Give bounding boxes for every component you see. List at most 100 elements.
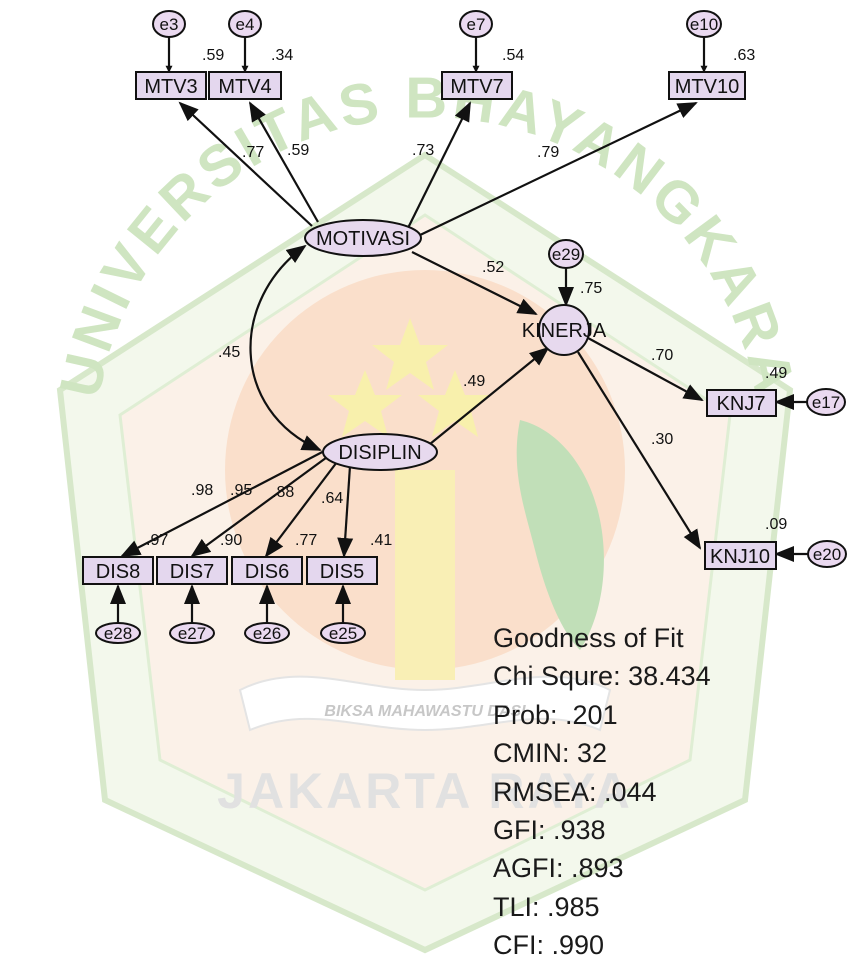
r2-dis8: .97	[146, 532, 168, 549]
arrow-kinerja-knj7	[587, 337, 704, 401]
error-e29: e29	[548, 239, 584, 269]
arrow-motivasi-mtv7	[407, 101, 471, 229]
indicator-mtv3-label: MTV3	[144, 76, 197, 98]
covariance-motivasi-disiplin-label: .45	[218, 344, 240, 361]
indicator-mtv7-label: MTV7	[450, 76, 503, 98]
r2-mtv4: .34	[271, 47, 293, 64]
loading-mtv3: .77	[242, 144, 264, 161]
error-e27: e27	[169, 622, 215, 644]
university-logo-watermark: UNIVERSITAS BHAYANGKARA BIKSA MAHAWASTU …	[47, 65, 804, 954]
error-e7: e7	[459, 10, 493, 38]
error-e28: e28	[95, 622, 141, 644]
error-e17-label: e17	[812, 393, 840, 412]
error-e20-label: e20	[813, 545, 841, 564]
r2-dis7: .90	[220, 532, 242, 549]
indicator-dis7: DIS7	[156, 556, 228, 585]
fit-agfi: AGFI: .893	[493, 853, 624, 883]
error-e29-label: e29	[552, 245, 580, 264]
arrow-disiplin-dis5	[337, 465, 354, 558]
error-e17: e17	[806, 388, 846, 416]
indicator-mtv3: MTV3	[135, 71, 207, 100]
indicator-knj7-label: KNJ7	[717, 393, 766, 415]
arrow-motivasi-mtv4	[249, 101, 319, 223]
error-e3-label: e3	[160, 15, 179, 34]
arrow-motivasi-mtv3	[178, 101, 313, 227]
logo-pillar	[395, 470, 455, 680]
logo-star-top	[372, 318, 448, 390]
error-e10-label: e10	[690, 15, 718, 34]
watermark-bottom-text: JAKARTA RAYA	[217, 763, 633, 819]
arrow-motivasi-kinerja	[411, 251, 538, 315]
r2-mtv10: .63	[733, 47, 755, 64]
error-e4-label: e4	[236, 15, 255, 34]
error-e25: e25	[320, 622, 366, 644]
coefficient-labels: .59 .34 .54 .63 .75 .49 .09 .97 .90 .77 …	[146, 47, 787, 549]
loading-dis7: .95	[230, 482, 252, 499]
indicator-mtv4: MTV4	[208, 71, 282, 100]
r2-mtv7: .54	[502, 47, 524, 64]
goodness-of-fit-panel: Goodness of Fit Chi Squre: 38.434 Prob: …	[493, 623, 711, 960]
fit-cmin: CMIN: 32	[493, 738, 607, 768]
indicator-dis6: DIS6	[231, 556, 303, 585]
latent-disiplin-label: DISIPLIN	[338, 442, 421, 464]
indicator-mtv10: MTV10	[668, 71, 746, 100]
fit-tli: TLI: .985	[493, 892, 600, 922]
logo-green-map-shape	[516, 420, 604, 650]
path-lines	[110, 37, 808, 625]
error-e27-label: e27	[178, 624, 206, 643]
latent-kinerja: KINERJA	[522, 304, 607, 356]
indicator-dis6-label: DIS6	[245, 561, 289, 583]
latent-motivasi: MOTIVASI	[304, 219, 422, 257]
indicator-knj7: KNJ7	[706, 389, 777, 417]
latent-disiplin: DISIPLIN	[322, 433, 438, 471]
error-e26: e26	[244, 622, 290, 644]
arrow-disiplin-dis6	[264, 457, 341, 558]
loading-knj7: .70	[651, 347, 673, 364]
indicator-dis8: DIS8	[82, 556, 154, 585]
loading-mtv4: .59	[287, 142, 309, 159]
r2-dis6: .77	[295, 532, 317, 549]
covariance-motivasi-disiplin	[249, 244, 322, 452]
r2-kinerja: .75	[580, 280, 602, 297]
latent-kinerja-label: KINERJA	[522, 320, 607, 342]
error-e4: e4	[228, 10, 262, 38]
loading-dis8: .98	[191, 482, 213, 499]
loading-mtv10: .79	[537, 144, 559, 161]
watermark-motto: BIKSA MAHAWASTU DASI	[324, 703, 526, 720]
error-e28-label: e28	[104, 624, 132, 643]
fit-chi-square: Chi Squre: 38.434	[493, 661, 711, 691]
indicator-dis7-label: DIS7	[170, 561, 214, 583]
indicator-dis5-label: DIS5	[320, 561, 364, 583]
error-e25-label: e25	[329, 624, 357, 643]
error-terms: e3 e4 e7 e10 e29 e17 e20 e28	[95, 10, 847, 644]
error-e10: e10	[686, 10, 722, 38]
fit-prob: Prob: .201	[493, 700, 618, 730]
loading-knj10: .30	[651, 431, 673, 448]
indicator-dis5: DIS5	[306, 556, 378, 585]
indicator-mtv10-label: MTV10	[675, 76, 739, 98]
indicator-mtv4-label: MTV4	[218, 76, 271, 98]
indicator-mtv7: MTV7	[441, 71, 513, 100]
fit-rmsea: RMSEA: .044	[493, 777, 657, 807]
path-disiplin-kinerja: .49	[463, 373, 485, 390]
error-e20: e20	[807, 540, 847, 568]
logo-motto-ribbon	[238, 675, 612, 732]
latent-motivasi-label: MOTIVASI	[316, 228, 410, 250]
r2-knj10: .09	[765, 516, 787, 533]
indicator-boxes: MTV3 MTV4 MTV7 MTV10 KNJ7 KNJ10 DIS8 DI	[82, 71, 777, 585]
fit-gfi: GFI: .938	[493, 815, 606, 845]
indicator-knj10: KNJ10	[704, 541, 777, 570]
arrow-disiplin-dis8	[120, 447, 331, 557]
loading-mtv7: .73	[412, 142, 434, 159]
latent-variables: MOTIVASI DISIPLIN KINERJA	[304, 219, 607, 471]
error-e3: e3	[152, 10, 186, 38]
loading-dis5: .64	[321, 490, 343, 507]
arrow-kinerja-knj10	[577, 351, 702, 550]
path-motivasi-kinerja: .52	[482, 259, 504, 276]
logo-star-right	[418, 370, 492, 437]
logo-star-left	[328, 370, 402, 437]
error-e26-label: e26	[253, 624, 281, 643]
arrow-disiplin-kinerja	[429, 346, 550, 445]
fit-title: Goodness of Fit	[493, 623, 684, 653]
